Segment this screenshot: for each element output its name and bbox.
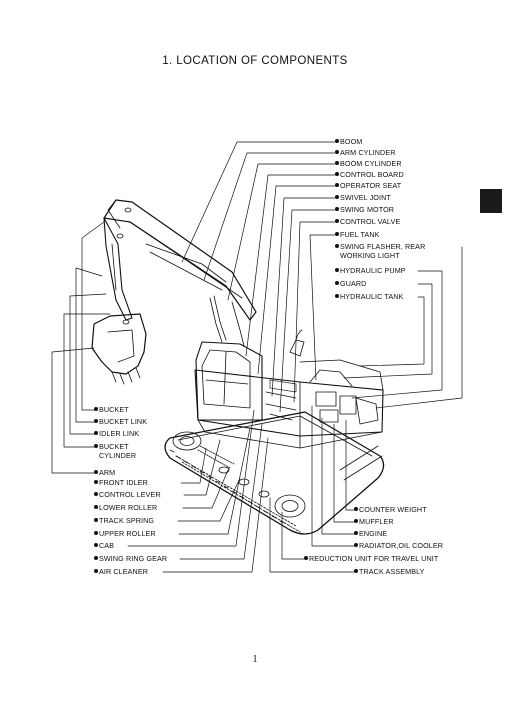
- bullet-icon: [94, 407, 98, 411]
- label-radiator-oil-cooler: RADIATOR,OIL COOLER: [354, 541, 443, 550]
- bullet-icon: [354, 507, 358, 511]
- bullet-icon: [354, 519, 358, 523]
- label-swivel-joint: SWIVEL JOINT: [335, 193, 391, 202]
- bullet-icon: [335, 172, 339, 176]
- label-air-cleaner: AIR CLEANER: [94, 567, 148, 576]
- bullet-icon: [304, 556, 308, 560]
- label-bucket: BUCKET: [94, 405, 129, 414]
- bullet-icon: [94, 556, 98, 560]
- label-hydraulic-tank: HYDRAULIC TANK: [335, 292, 403, 301]
- boom-arm-bucket-drawing: [91, 199, 257, 385]
- label-front-idler: FRONT IDLER: [94, 478, 148, 487]
- label-control-board: CONTROL BOARD: [335, 170, 404, 179]
- bullet-icon: [335, 139, 339, 143]
- page-title: 1. LOCATION OF COMPONENTS: [162, 55, 348, 67]
- label-fuel-tank: FUEL TANK: [335, 230, 380, 239]
- page-number: 1: [252, 654, 258, 665]
- label-boom-cylinder: BOOM CYLINDER: [335, 159, 402, 168]
- bullet-icon: [335, 281, 339, 285]
- bullet-icon: [335, 232, 339, 236]
- label-swing-ring-gear: SWING RING GEAR: [94, 554, 167, 563]
- upper-structure-drawing: [194, 329, 384, 449]
- label-track-spring: TRACK SPRING: [94, 516, 154, 525]
- label-engine: ENGINE: [354, 529, 387, 538]
- label-arm-cylinder: ARM CYLINDER: [335, 148, 396, 157]
- leader-lines: [51, 141, 463, 573]
- bullet-icon: [94, 531, 98, 535]
- bullet-icon: [354, 531, 358, 535]
- track-assembly-drawing: [164, 411, 385, 535]
- label-control-valve: CONTROL VALVE: [335, 217, 400, 226]
- bullet-icon: [94, 419, 98, 423]
- label-operator-seat: OPERATOR SEAT: [335, 181, 401, 190]
- bullet-icon: [335, 244, 339, 248]
- bullet-icon: [94, 444, 98, 448]
- bullet-icon: [354, 569, 358, 573]
- label-guard: GUARD: [335, 279, 366, 288]
- label-lower-roller: LOWER ROLLER: [94, 503, 157, 512]
- bullet-icon: [335, 195, 339, 199]
- bullet-icon: [94, 543, 98, 547]
- bullet-icon: [335, 294, 339, 298]
- label-reduction-unit: REDUCTION UNIT FOR TRAVEL UNIT: [304, 554, 438, 563]
- label-upper-roller: UPPER ROLLER: [94, 529, 156, 538]
- bullet-icon: [335, 161, 339, 165]
- label-hydraulic-pump: HYDRAULIC PUMP: [335, 266, 406, 275]
- label-cab: CAB: [94, 541, 114, 550]
- bullet-icon: [94, 470, 98, 474]
- label-swing-motor: SWING MOTOR: [335, 205, 394, 214]
- label-muffler: MUFFLER: [354, 517, 394, 526]
- section-tab-marker: [480, 189, 502, 213]
- label-boom: BOOM: [335, 137, 362, 146]
- label-control-lever: CONTROL LEVER: [94, 490, 161, 499]
- label-counter-weight: COUNTER WEIGHT: [354, 505, 427, 514]
- label-arm: ARM: [94, 468, 115, 477]
- label-bucket-link: BUCKET LINK: [94, 417, 147, 426]
- bullet-icon: [335, 268, 339, 272]
- label-idler-link: IDLER LINK: [94, 429, 139, 438]
- bullet-icon: [94, 518, 98, 522]
- bullet-icon: [94, 431, 98, 435]
- bullet-icon: [354, 543, 358, 547]
- bullet-icon: [335, 183, 339, 187]
- label-track-assembly: TRACK ASSEMBLY: [354, 567, 425, 576]
- bullet-icon: [94, 505, 98, 509]
- bullet-icon: [335, 219, 339, 223]
- bullet-icon: [335, 207, 339, 211]
- bullet-icon: [94, 480, 98, 484]
- bullet-icon: [335, 150, 339, 154]
- bullet-icon: [94, 492, 98, 496]
- bullet-icon: [94, 569, 98, 573]
